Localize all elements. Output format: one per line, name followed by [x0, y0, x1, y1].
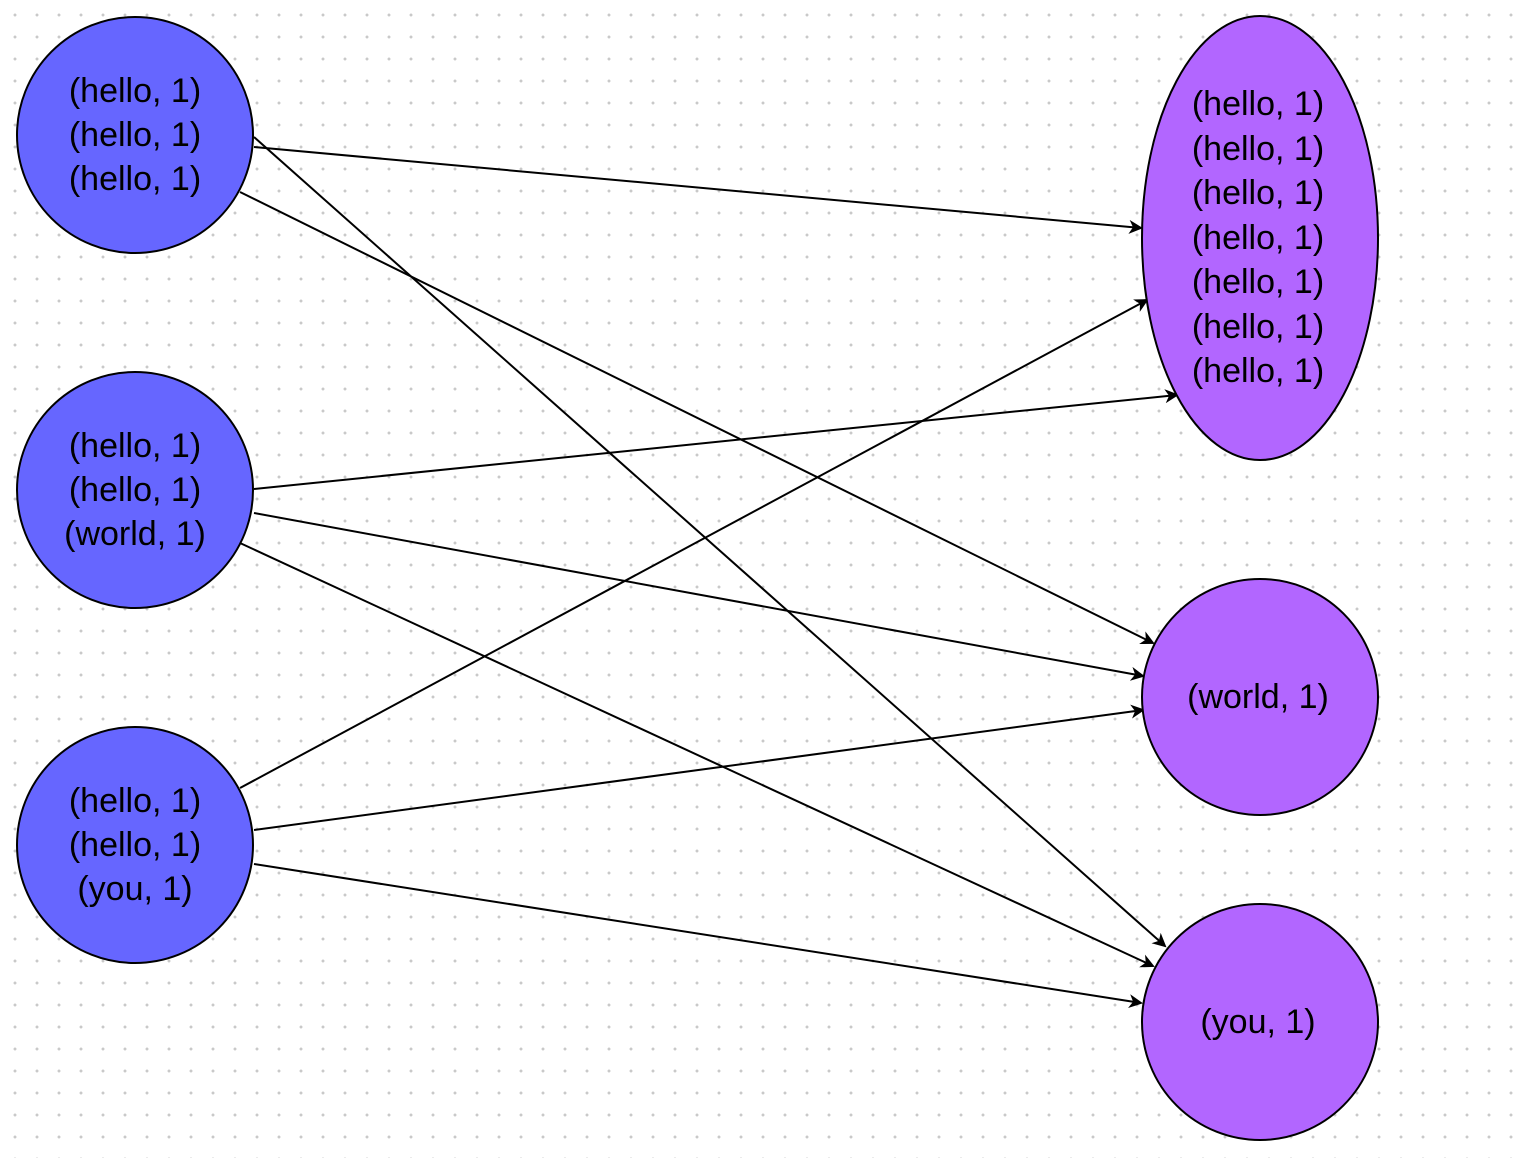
- node-line: (hello, 1): [1192, 130, 1324, 168]
- edge-s1-t2: [239, 191, 1155, 644]
- edge-s2-t3: [239, 542, 1155, 968]
- target-node-3: (you, 1): [1141, 903, 1379, 1141]
- node-line: (hello, 1): [1192, 352, 1324, 390]
- source-node-3: (hello, 1) (hello, 1) (you, 1): [16, 726, 254, 964]
- node-line: (hello, 1): [1192, 263, 1324, 301]
- node-line: (hello, 1): [1192, 174, 1324, 212]
- edge-s3-t1: [239, 299, 1149, 789]
- edge-s2-t1: [253, 389, 1179, 490]
- target-node-1: (hello, 1) (hello, 1) (hello, 1) (hello,…: [1141, 15, 1379, 461]
- edges-layer: [239, 136, 1179, 1009]
- node-line: (hello, 1): [69, 471, 201, 509]
- node-line: (hello, 1): [69, 116, 201, 154]
- node-line: (hello, 1): [69, 427, 201, 465]
- node-line: (hello, 1): [69, 782, 201, 820]
- node-line: (hello, 1): [69, 826, 201, 864]
- edge-s3-t3: [253, 863, 1143, 1009]
- node-line: (you, 1): [1200, 1003, 1315, 1041]
- source-node-2: (hello, 1) (hello, 1) (world, 1): [16, 371, 254, 609]
- node-line: (hello, 1): [1192, 219, 1324, 257]
- nodes-layer: (hello, 1) (hello, 1) (hello, 1) (hello,…: [16, 15, 1379, 1141]
- target-node-2: (world, 1): [1141, 578, 1379, 816]
- edge-s1-t1: [253, 146, 1143, 234]
- source-node-1: (hello, 1) (hello, 1) (hello, 1): [16, 16, 254, 254]
- edge-s3-t2: [253, 704, 1145, 831]
- edge-s1-t3: [253, 136, 1167, 948]
- node-line: (hello, 1): [69, 72, 201, 110]
- node-line: (world, 1): [64, 515, 206, 553]
- node-line: (hello, 1): [69, 160, 201, 198]
- node-line: (world, 1): [1187, 678, 1329, 716]
- node-line: (hello, 1): [1192, 85, 1324, 123]
- node-line: (hello, 1): [1192, 308, 1324, 346]
- edge-s2-t2: [253, 512, 1145, 681]
- node-line: (you, 1): [77, 870, 192, 908]
